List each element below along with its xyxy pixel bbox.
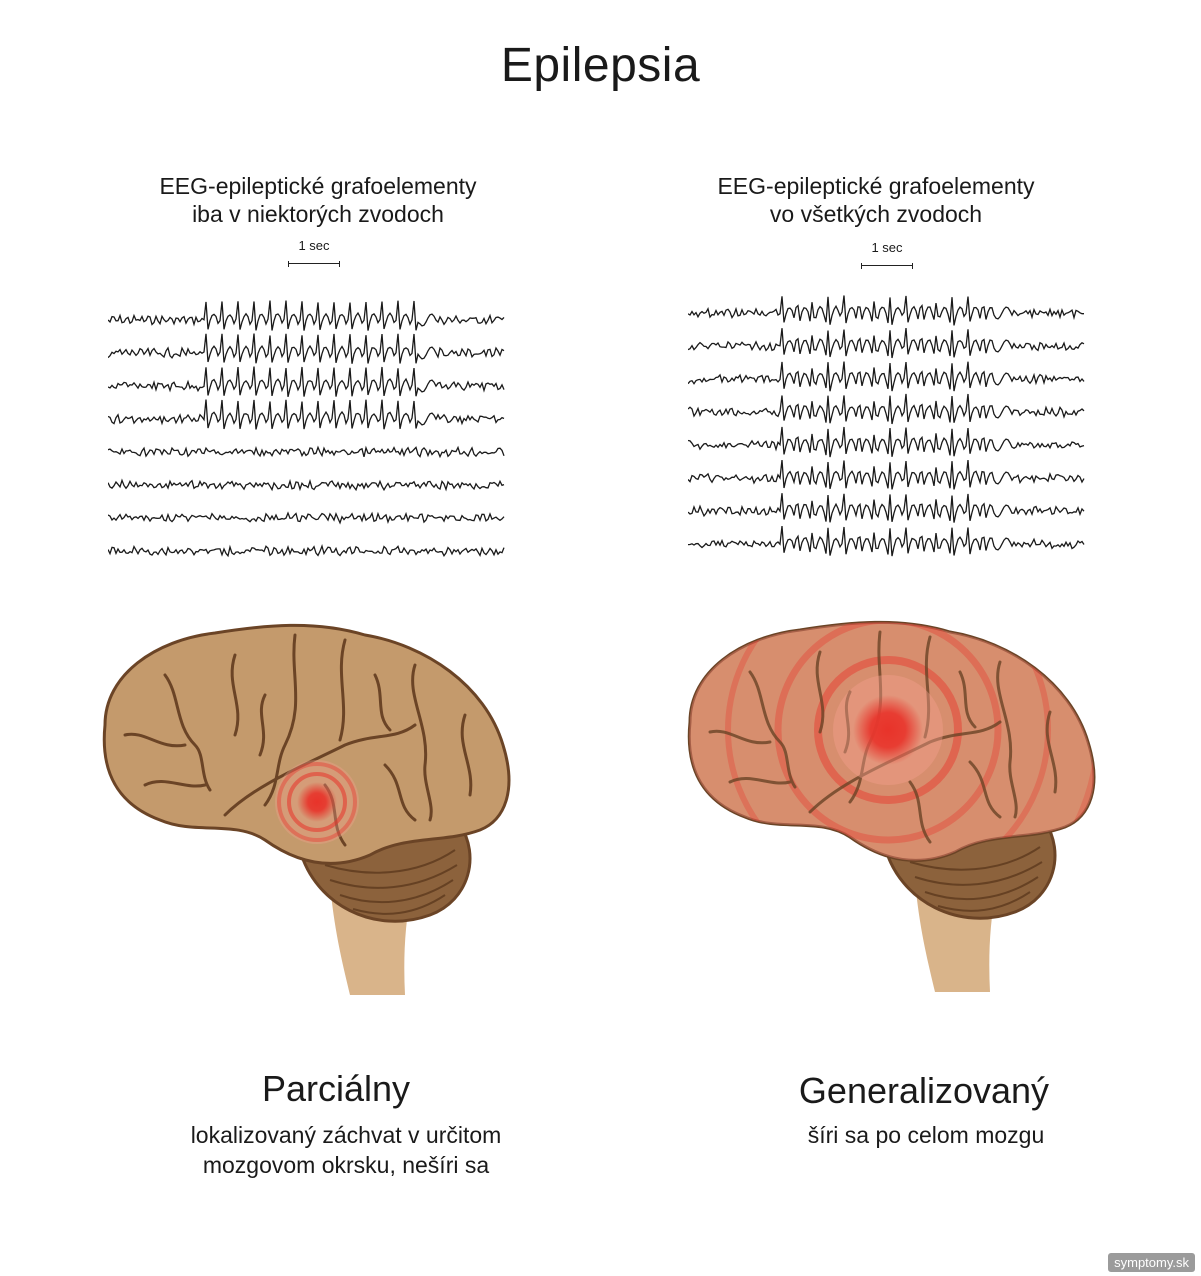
eeg-channel-2 [688, 328, 1085, 359]
watermark: symptomy.sk [1108, 1253, 1195, 1272]
left-time-scale: 1 sec [254, 238, 374, 267]
cerebrum [102, 623, 511, 865]
eeg-channel-2 [108, 333, 505, 364]
eeg-channel-5 [108, 445, 505, 459]
eeg-channel-8 [688, 526, 1085, 557]
right-time-scale: 1 sec [827, 240, 947, 269]
eeg-channel-1 [108, 300, 505, 331]
eeg-channel-4 [108, 399, 505, 430]
left-eeg-caption: EEG-epileptické grafoelementy iba v niek… [58, 172, 578, 228]
right-eeg-traces [688, 295, 1085, 557]
left-brain-illustration [102, 623, 511, 995]
partial-description-line-1: lokalizovaný záchvat v určitom [190, 1122, 502, 1148]
right-scale-bar [861, 263, 913, 269]
eeg-channel-4 [688, 393, 1085, 425]
generalized-description: šíri sa po celom mozgu [666, 1120, 1186, 1150]
eeg-channel-3 [688, 361, 1085, 392]
right-brain-illustration [687, 620, 1096, 992]
eeg-channel-6 [688, 460, 1085, 490]
generalized-title: Generalizovaný [798, 1070, 1050, 1111]
eeg-channel-6 [108, 478, 505, 492]
right-seizure-focus [833, 675, 943, 785]
partial-title: Parciálny [261, 1068, 411, 1109]
partial-description: lokalizovaný záchvat v určitom mozgovom … [86, 1120, 606, 1180]
left-eeg-caption-line-1: EEG-epileptické grafoelementy [159, 173, 477, 199]
eeg-channel-7 [108, 511, 505, 525]
eeg-channel-5 [688, 426, 1085, 458]
eeg-channel-3 [108, 366, 505, 397]
right-eeg-caption-line-2: vo všetkých zvodoch [769, 201, 983, 227]
right-scale-label: 1 sec [871, 240, 903, 255]
right-eeg-caption-line-1: EEG-epileptické grafoelementy [717, 173, 1035, 199]
right-eeg-caption: EEG-epileptické grafoelementy vo všetkýc… [616, 172, 1136, 228]
eeg-channel-7 [688, 493, 1085, 523]
left-seizure-focus [275, 760, 359, 844]
left-scale-bar [288, 261, 340, 267]
partial-description-line-2: mozgovom okrsku, nešíri sa [202, 1152, 490, 1178]
left-eeg-traces [108, 300, 505, 558]
left-eeg-caption-line-2: iba v niektorých zvodoch [192, 201, 444, 227]
page-title: Epilepsia [500, 39, 701, 92]
eeg-channel-8 [108, 544, 505, 558]
eeg-channel-1 [688, 295, 1084, 326]
generalized-description-line-1: šíri sa po celom mozgu [807, 1122, 1045, 1148]
left-scale-label: 1 sec [298, 238, 330, 253]
